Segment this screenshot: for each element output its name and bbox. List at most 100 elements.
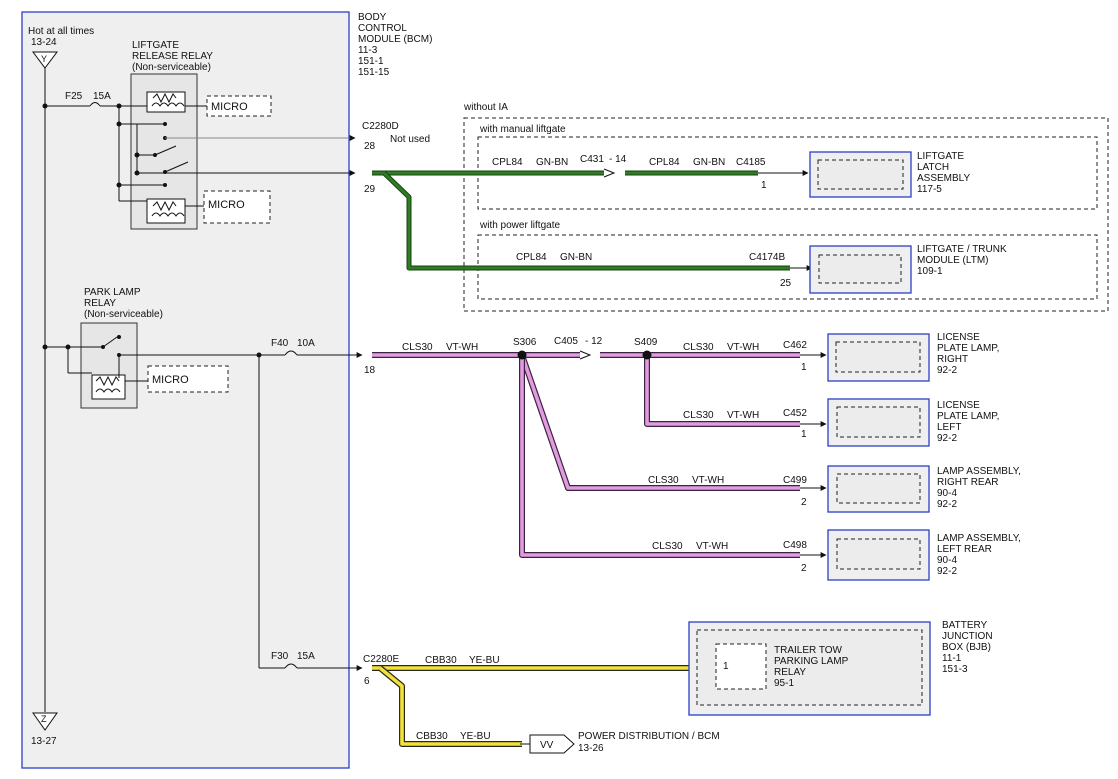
svg-text:YE-BU: YE-BU xyxy=(469,655,500,666)
svg-text:LAMP ASSEMBLY,: LAMP ASSEMBLY, xyxy=(937,533,1021,544)
svg-text:C431: C431 xyxy=(580,154,604,165)
svg-text:LEFT: LEFT xyxy=(937,422,961,433)
park-lamp-relay-label: PARK LAMP RELAY (Non-serviceable) xyxy=(84,287,163,320)
ltm-label: LIFTGATE / TRUNK MODULE (LTM) 109-1 xyxy=(917,244,1007,277)
svg-text:S306: S306 xyxy=(513,337,537,348)
fuse-f25-label: F25 xyxy=(65,91,83,102)
svg-text:LIFTGATE: LIFTGATE xyxy=(917,151,964,162)
svg-text:LAMP ASSEMBLY,: LAMP ASSEMBLY, xyxy=(937,466,1021,477)
svg-text:109-1: 109-1 xyxy=(917,266,943,277)
svg-text:151-1: 151-1 xyxy=(358,56,384,67)
svg-text:RELEASE RELAY: RELEASE RELAY xyxy=(132,51,213,62)
splice-s306 xyxy=(517,350,527,360)
svg-text:CLS30: CLS30 xyxy=(683,342,714,353)
svg-text:92-2: 92-2 xyxy=(937,433,957,444)
svg-text:(Non-serviceable): (Non-serviceable) xyxy=(84,309,163,320)
svg-text:C4174B: C4174B xyxy=(749,252,785,263)
svg-text:VT-WH: VT-WH xyxy=(727,342,759,353)
svg-text:PARKING LAMP: PARKING LAMP xyxy=(774,656,849,667)
svg-text:LIFTGATE / TRUNK: LIFTGATE / TRUNK xyxy=(917,244,1007,255)
fuse-f40-icon xyxy=(284,350,298,356)
micro-top-label: MICRO xyxy=(211,101,248,113)
svg-text:MODULE (LTM): MODULE (LTM) xyxy=(917,255,988,266)
trailer-tow-parking-lamp-relay xyxy=(715,643,767,690)
svg-text:VT-WH: VT-WH xyxy=(446,342,478,353)
svg-text:CBB30: CBB30 xyxy=(416,731,448,742)
svg-text:CLS30: CLS30 xyxy=(683,410,714,421)
bjb-label: BATTERY JUNCTION BOX (BJB) 11-1 151-3 xyxy=(942,620,993,675)
splice-s409 xyxy=(642,350,652,360)
pin-6: 6 xyxy=(364,676,370,687)
svg-text:Y: Y xyxy=(41,54,47,64)
pin-18: 18 xyxy=(364,365,376,376)
license-plate-lamp-left-label: LICENSE PLATE LAMP, LEFT 92-2 xyxy=(937,400,999,444)
liftgate-latch-label: LIFTGATE LATCH ASSEMBLY 117-5 xyxy=(917,151,970,195)
bus-bottom-triangle-icon: Z xyxy=(32,712,58,731)
without-ia-label: without IA xyxy=(463,102,508,113)
fuse-f25-amp: 15A xyxy=(93,91,111,102)
svg-text:CLS30: CLS30 xyxy=(402,342,433,353)
power-liftgate-label: with power liftgate xyxy=(479,220,560,231)
svg-text:LATCH: LATCH xyxy=(917,162,949,173)
yellow-wire-cbb30 xyxy=(372,665,690,747)
lamp-assembly-right-rear-label: LAMP ASSEMBLY, RIGHT REAR 90-4 92-2 xyxy=(937,466,1021,510)
svg-text:GN-BN: GN-BN xyxy=(560,252,592,263)
svg-text:92-2: 92-2 xyxy=(937,499,957,510)
bus-top-triangle-icon: Y xyxy=(32,51,58,69)
svg-text:(Non-serviceable): (Non-serviceable) xyxy=(132,62,211,73)
svg-text:RIGHT REAR: RIGHT REAR xyxy=(937,477,999,488)
micro-top-box xyxy=(206,95,272,117)
pink-wire-cls30 xyxy=(372,352,800,558)
svg-text:CBB30: CBB30 xyxy=(425,655,457,666)
hot-at-all-times-label: Hot at all times xyxy=(28,26,94,37)
not-used-label: Not used xyxy=(390,134,430,145)
svg-text:Z: Z xyxy=(41,714,47,724)
svg-text:VT-WH: VT-WH xyxy=(727,410,759,421)
svg-text:1: 1 xyxy=(801,362,807,373)
svg-text:C4185: C4185 xyxy=(736,157,766,168)
fuse-f30-label: F30 xyxy=(271,651,289,662)
micro-park-label: MICRO xyxy=(152,374,189,386)
green-wire-cpl84 xyxy=(372,170,790,271)
svg-text:BATTERY: BATTERY xyxy=(942,620,988,631)
svg-text:C405: C405 xyxy=(554,336,578,347)
svg-text:RIGHT: RIGHT xyxy=(937,354,968,365)
svg-text:1: 1 xyxy=(761,180,767,191)
svg-text:BOX (BJB): BOX (BJB) xyxy=(942,642,991,653)
svg-text:11-1: 11-1 xyxy=(942,653,962,664)
svg-text:RELAY: RELAY xyxy=(774,667,806,678)
svg-text:C462: C462 xyxy=(783,340,807,351)
svg-text:C452: C452 xyxy=(783,408,807,419)
svg-text:S409: S409 xyxy=(634,337,658,348)
fuse-f30-icon xyxy=(284,663,298,669)
svg-text:CPL84: CPL84 xyxy=(516,252,547,263)
svg-text:11-3: 11-3 xyxy=(358,45,378,56)
svg-text:CPL84: CPL84 xyxy=(492,157,523,168)
trailer-relay-pin: 1 xyxy=(723,661,729,672)
lamp-assembly-left-rear-label: LAMP ASSEMBLY, LEFT REAR 90-4 92-2 xyxy=(937,533,1021,577)
svg-text:VT-WH: VT-WH xyxy=(696,541,728,552)
svg-text:LICENSE: LICENSE xyxy=(937,332,980,343)
liftgate-release-relay-label: LIFTGATE RELEASE RELAY (Non-serviceable) xyxy=(132,40,213,73)
svg-text:VT-WH: VT-WH xyxy=(692,475,724,486)
ref-13-24: 13-24 xyxy=(31,37,57,48)
svg-text:C498: C498 xyxy=(783,540,807,551)
svg-text:25: 25 xyxy=(780,278,792,289)
svg-text:LEFT REAR: LEFT REAR xyxy=(937,544,992,555)
svg-text:GN-BN: GN-BN xyxy=(693,157,725,168)
bcm-label: BODY CONTROL MODULE (BCM) 11-3 151-1 151… xyxy=(358,12,432,78)
svg-text:LICENSE: LICENSE xyxy=(937,400,980,411)
svg-text:CLS30: CLS30 xyxy=(648,475,679,486)
svg-text:CLS30: CLS30 xyxy=(652,541,683,552)
fuse-f40-amp: 10A xyxy=(297,338,315,349)
micro-bottom-label: MICRO xyxy=(208,199,245,211)
power-distribution-label: POWER DISTRIBUTION / BCM 13-26 xyxy=(578,731,720,754)
svg-text:C499: C499 xyxy=(783,475,807,486)
svg-text:ASSEMBLY: ASSEMBLY xyxy=(917,173,970,184)
svg-text:90-4: 90-4 xyxy=(937,555,957,566)
svg-text:1: 1 xyxy=(801,429,807,440)
svg-text:92-2: 92-2 xyxy=(937,566,957,577)
pin-28: 28 xyxy=(364,141,376,152)
svg-text:2: 2 xyxy=(801,563,807,574)
